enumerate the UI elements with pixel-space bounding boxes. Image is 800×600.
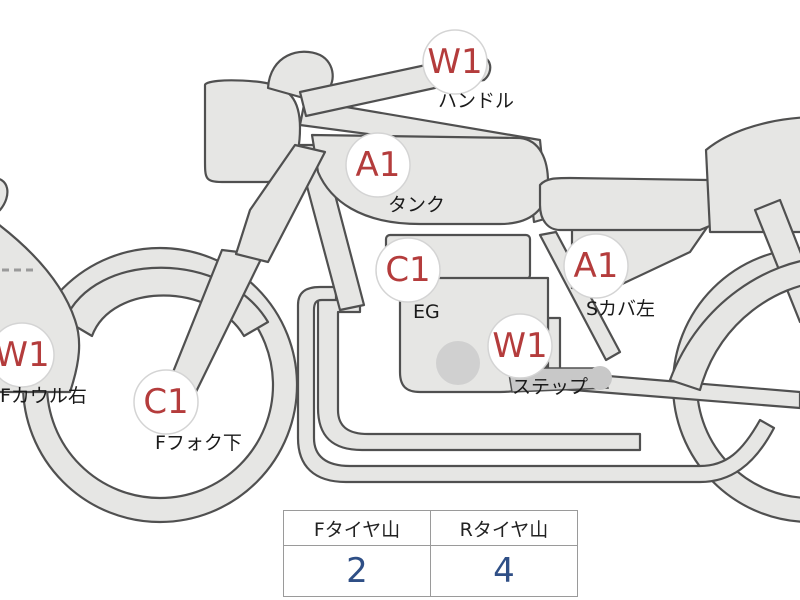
frame-rear-tube (538, 230, 622, 362)
handle-label: ハンドル (438, 90, 514, 112)
step-knob (588, 366, 612, 390)
seat (538, 176, 714, 232)
exhaust-pipe (296, 285, 776, 484)
svg-text:A1: A1 (574, 246, 619, 286)
tank-label: タンク (388, 194, 445, 216)
svg-text:W1: W1 (0, 335, 50, 375)
front-tire-tread-value: 2 (283, 545, 431, 597)
front-tire-tread-header: Fタイヤ山 (283, 510, 431, 546)
headlight-shell (203, 79, 302, 184)
step-label: ステップ (512, 376, 588, 398)
svg-text:W1: W1 (427, 42, 482, 82)
front-cowl-label: Fカウル右 (0, 385, 87, 407)
side-cover-label: Sカバ左 (586, 298, 655, 320)
svg-text:W1: W1 (492, 326, 547, 366)
svg-text:A1: A1 (356, 145, 401, 185)
tank-badge: A1 (345, 132, 411, 198)
front-fork-badge: C1 (133, 369, 199, 435)
rear-tire-tread-header: Rタイヤ山 (430, 510, 578, 546)
front-cowl-badge: W1 (0, 322, 55, 388)
engine-badge: C1 (375, 237, 441, 303)
front-fork-label: Fフォク下 (155, 432, 242, 454)
front-cowl (0, 178, 9, 212)
step-badge: W1 (487, 313, 553, 379)
rear-tire-tread-value: 4 (430, 545, 578, 597)
tread-value-row: 2 4 (283, 545, 578, 597)
tire-tread-table: Fタイヤ山 Rタイヤ山 2 4 (283, 510, 578, 597)
tread-header-row: Fタイヤ山 Rタイヤ山 (283, 510, 578, 546)
svg-text:C1: C1 (143, 382, 188, 422)
engine-label: EG (413, 301, 440, 323)
side-cover-badge: A1 (563, 233, 629, 299)
rear-fender (668, 260, 800, 392)
handle-badge: W1 (422, 29, 488, 95)
frame-lower-tube (316, 295, 642, 452)
front-fork-upper (234, 143, 327, 264)
svg-text:C1: C1 (385, 250, 430, 290)
